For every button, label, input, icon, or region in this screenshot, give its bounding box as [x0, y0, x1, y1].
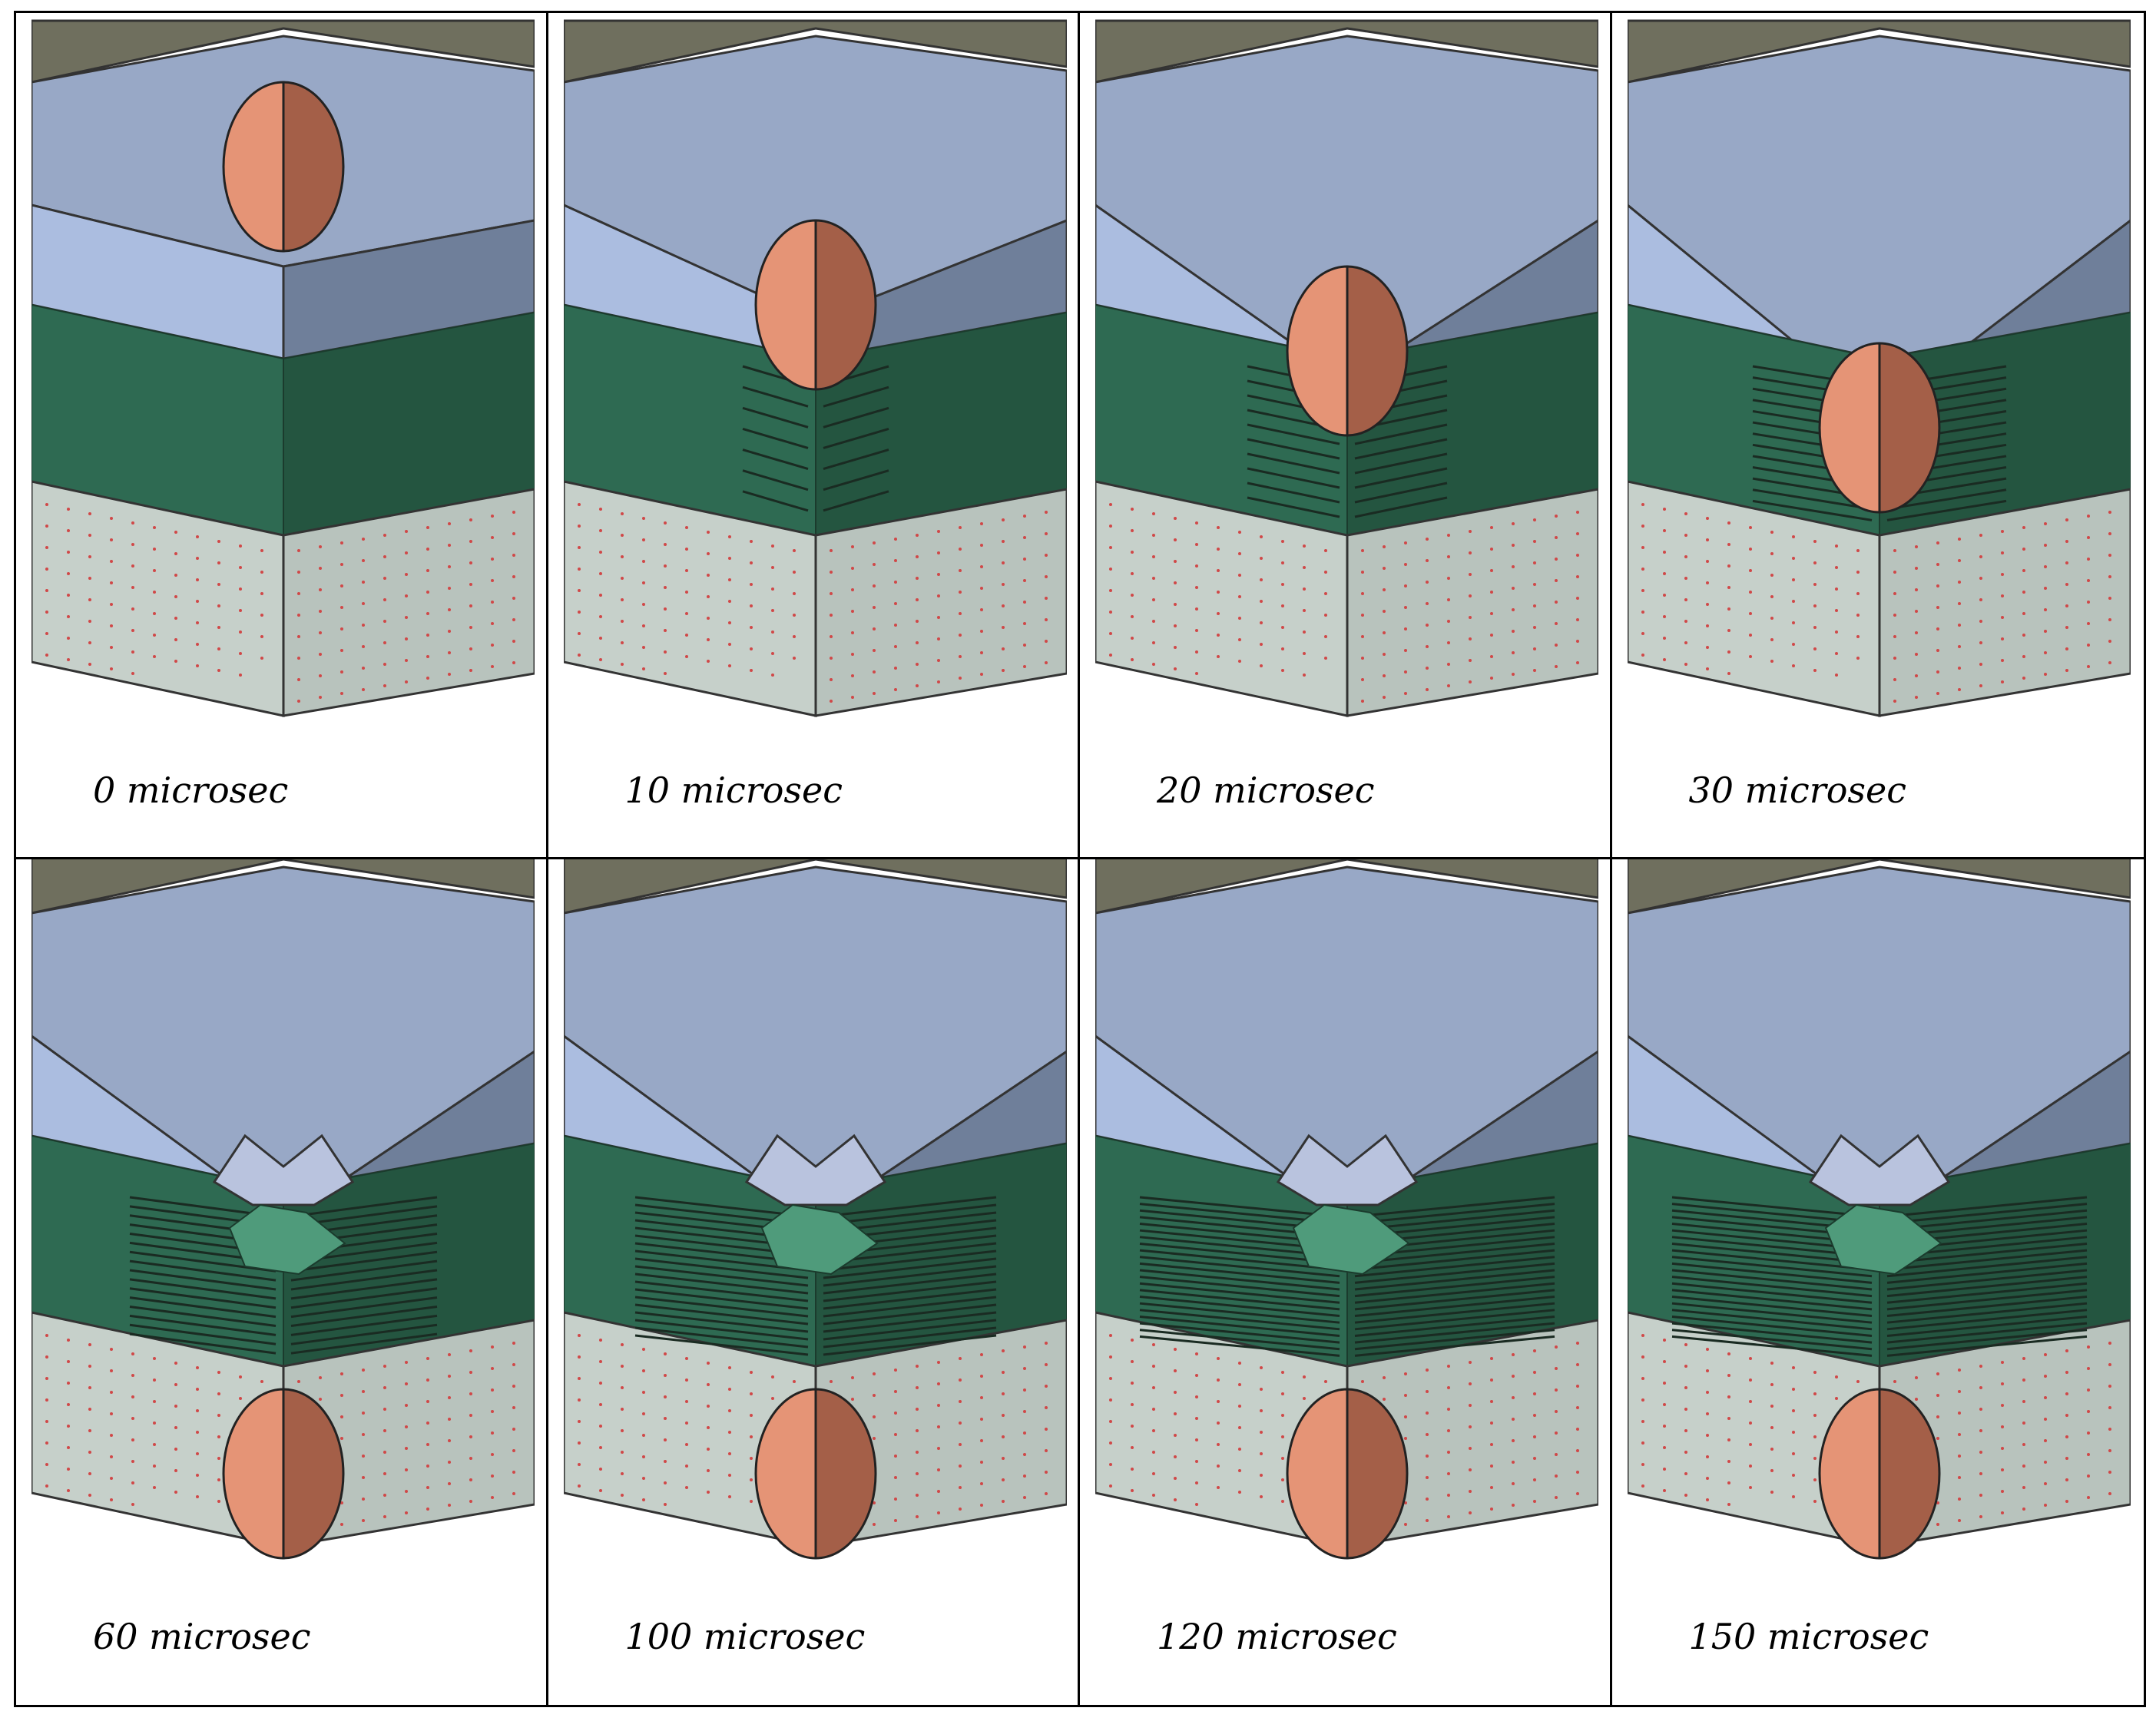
projectile-right — [814, 1387, 876, 1560]
panel-6: 120 microsec — [1080, 859, 1612, 1705]
projectile-left — [1286, 265, 1349, 437]
plate-top — [563, 865, 1067, 1222]
projectile-right — [282, 1387, 345, 1560]
composite-debris — [760, 1203, 879, 1275]
plate-top — [563, 35, 1067, 322]
plate-top — [1095, 865, 1598, 1222]
projectile-right — [282, 81, 345, 253]
panel-caption: 120 microsec — [1157, 1615, 1397, 1657]
frame-strip — [1627, 19, 2131, 84]
plate-top — [31, 865, 535, 1222]
frame-strip — [31, 859, 535, 915]
projectile-left — [754, 1387, 816, 1560]
panel-0: 0 microsec — [16, 13, 548, 859]
composite-debris — [1824, 1203, 1942, 1275]
projectile-right — [814, 219, 876, 391]
projectile-right — [1346, 1387, 1409, 1560]
frame-strip — [1095, 19, 1598, 84]
impact-model-image — [1627, 859, 2131, 1560]
plate-top — [1627, 865, 2131, 1222]
frame-strip — [1627, 859, 2131, 915]
panel-caption: 10 microsec — [624, 769, 843, 811]
panel-caption: 60 microsec — [93, 1615, 311, 1657]
backing-right — [814, 488, 1067, 717]
plate-top — [1095, 35, 1598, 383]
panel-2: 20 microsec — [1080, 13, 1612, 859]
frame-strip — [563, 859, 1067, 915]
impact-model-image — [31, 19, 535, 717]
composite-right — [1346, 311, 1598, 537]
backing-right — [1878, 488, 2131, 717]
impact-model-image — [1095, 19, 1598, 717]
impact-model-image — [563, 859, 1067, 1560]
panel-7: 150 microsec — [1611, 859, 2144, 1705]
panel-caption: 150 microsec — [1688, 1615, 1929, 1657]
projectile-left — [222, 81, 285, 253]
projectile-left — [1818, 1387, 1880, 1560]
frame-strip — [31, 19, 535, 84]
frame-strip — [563, 19, 1067, 84]
backing-right — [282, 488, 535, 717]
panel-caption: 100 microsec — [624, 1615, 866, 1657]
panel-4: 60 microsec — [16, 859, 548, 1705]
frame-strip — [1095, 859, 1598, 915]
panel-5: 100 microsec — [548, 859, 1080, 1705]
projectile-left — [1818, 342, 1880, 514]
impact-model-image — [563, 19, 1067, 717]
panel-1: 10 microsec — [548, 13, 1080, 859]
panel-caption: 0 microsec — [93, 769, 289, 811]
panel-grid: 0 microsec 10 microsec 20 microsec 30 mi… — [14, 11, 2146, 1707]
projectile-left — [1286, 1387, 1349, 1560]
composite-debris — [228, 1203, 346, 1275]
projectile-right — [1878, 342, 1940, 514]
composite-right — [283, 311, 535, 537]
backing-right — [1346, 488, 1598, 717]
impact-model-image — [1095, 859, 1598, 1560]
projectile-left — [754, 219, 816, 391]
impact-model-image — [31, 859, 535, 1560]
plate-top — [1627, 35, 2131, 414]
projectile-left — [222, 1387, 285, 1560]
projectile-right — [1878, 1387, 1940, 1560]
projectile-right — [1346, 265, 1409, 437]
panel-caption: 20 microsec — [1157, 769, 1375, 811]
panel-3: 30 microsec — [1611, 13, 2144, 859]
panel-caption: 30 microsec — [1688, 769, 1907, 811]
composite-debris — [1292, 1203, 1410, 1275]
impact-model-image — [1627, 19, 2131, 717]
